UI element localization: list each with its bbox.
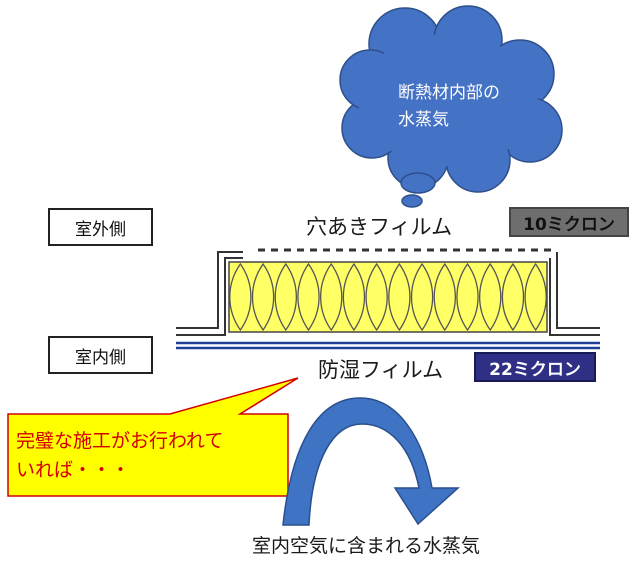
insulation-frame: [176, 251, 600, 336]
outside-label: 室外側: [48, 208, 153, 246]
insulation-fiber: [433, 262, 456, 332]
vapor-barrier-line: [176, 341, 600, 350]
insulation-batt: [228, 261, 548, 333]
perforated-film-thickness-badge: 10ミクロン: [509, 207, 629, 237]
insulation-fiber: [229, 262, 252, 332]
vapor-barrier-label: 防湿フィルム: [318, 358, 444, 382]
insulation-fiber: [251, 262, 275, 332]
vapor-arrow: [282, 397, 460, 526]
callout-text-line2: いれば・・・: [16, 459, 131, 481]
callout-bubble: [7, 377, 299, 497]
insulation-fiber: [479, 262, 502, 332]
insulation-fiber: [410, 262, 434, 332]
inside-label: 室内側: [48, 336, 153, 374]
indoor-vapor-caption: 室内空気に含まれる水蒸気: [252, 535, 481, 557]
vapor-barrier-thickness-badge: 22ミクロン: [474, 352, 596, 382]
insulation-fiber: [320, 262, 343, 332]
insulation-fiber: [388, 262, 411, 332]
perforated-film-label: 穴あきフィルム: [306, 215, 453, 239]
insulation-fiber: [524, 262, 547, 332]
insulation-fiber: [297, 262, 320, 332]
water-vapor-cloud: [339, 5, 563, 208]
insulation-fiber: [342, 262, 366, 332]
callout-text-line1: 完璧な施工がお行われて: [16, 430, 224, 452]
insulation-fiber: [274, 262, 297, 332]
insulation-fiber: [456, 262, 479, 332]
cloud-text-line1: 断熱材内部の: [398, 83, 500, 103]
insulation-fiber: [365, 262, 388, 332]
cloud-text-line2: 水蒸気: [398, 110, 449, 130]
insulation-fiber: [501, 262, 525, 332]
